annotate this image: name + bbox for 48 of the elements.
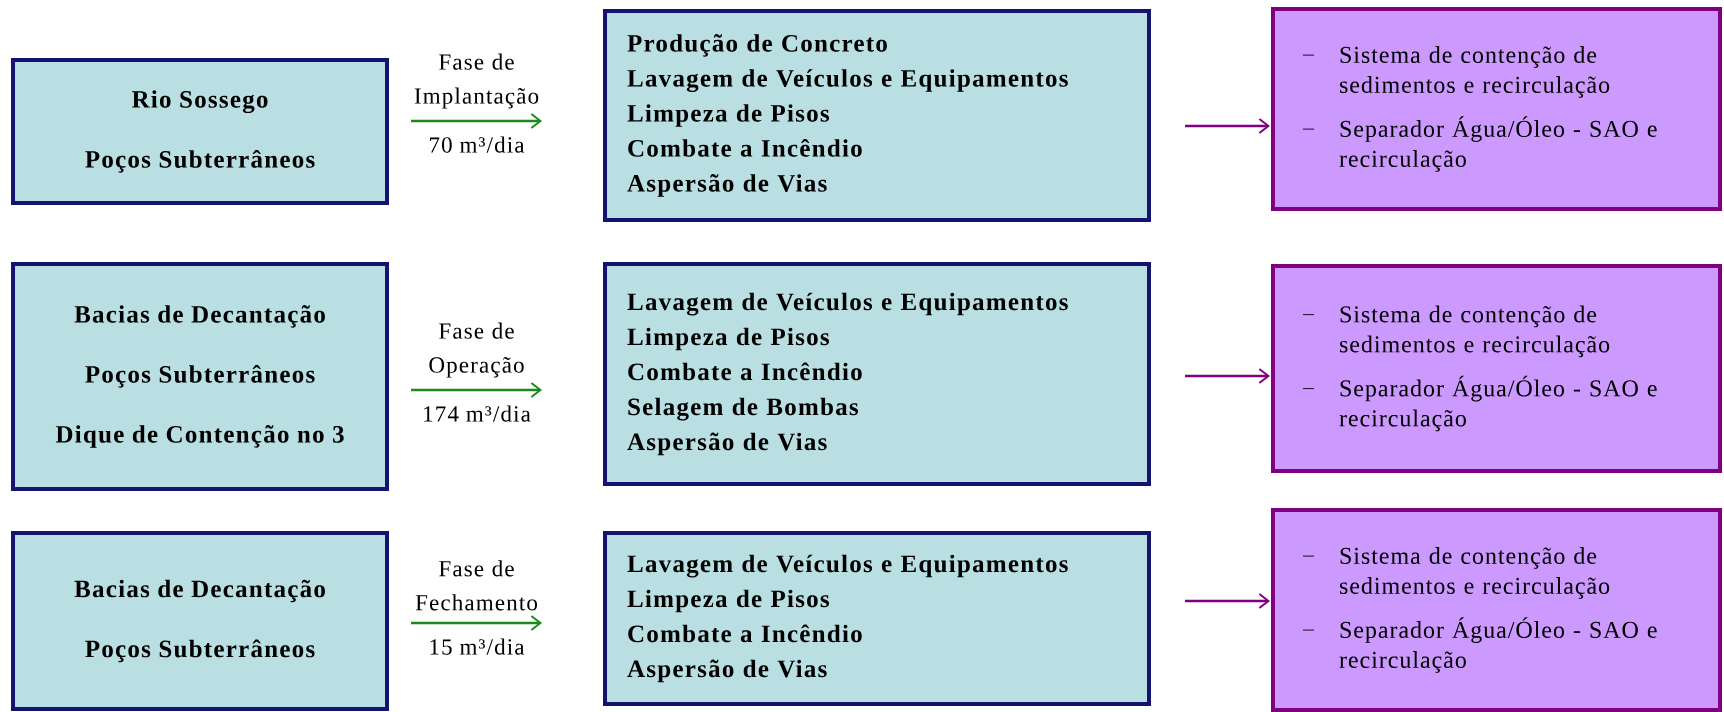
source-name: Dique de Contenção no 3 — [55, 425, 344, 448]
treatment-item: Separador Água/Óleo - SAO e recirculação — [1339, 617, 1657, 673]
water-use-item: Combate a Incêndio — [628, 624, 862, 643]
treatment-arrow — [1185, 593, 1270, 609]
flow-arrow — [411, 382, 542, 398]
phase-label: Fase de Operação — [429, 322, 524, 378]
water-use-item: Limpeza de Pisos — [627, 104, 829, 127]
water-use-box — [603, 531, 1151, 706]
treatment-item: Sistema de contenção de sedimentos e recirculação — [1340, 305, 1610, 358]
source-name: Rio Sossego — [131, 90, 268, 114]
treatment-item: Sistema de contenção de sedimentos e recirculação — [1340, 46, 1610, 98]
treatment-item: Separador Água/Óleo - SAO e recirculação — [1339, 375, 1657, 432]
water-use-item: Limpeza de Pisos — [627, 589, 829, 613]
source-box — [11, 531, 389, 711]
water-use-box — [603, 262, 1151, 486]
water-use-item: Lavagem de Veículos e Equipamentos — [627, 69, 1068, 93]
water-use-item: Lavagem de Veículos e Equipamentos — [627, 292, 1068, 316]
source-name: Poços Subterrâneos — [85, 639, 315, 663]
treatment-item: Separador Água/Óleo - SAO e recirculação — [1339, 116, 1657, 172]
flow-arrow — [411, 113, 542, 129]
water-use-item: Aspersão de Vias — [627, 432, 827, 456]
flow-rate-label: 174 m³/dia — [424, 405, 531, 422]
water-use-item: Selagem de Bombas — [628, 397, 859, 421]
water-use-item: Produção de Concreto — [627, 34, 887, 57]
water-use-item: Lavagem de Veículos e Equipamentos — [627, 554, 1068, 578]
water-use-item: Aspersão de Vias — [627, 659, 827, 683]
phase-label: Fase de Fechamento — [415, 560, 538, 611]
treatment-box — [1271, 508, 1722, 712]
water-use-item: Combate a Incêndio — [628, 138, 862, 157]
treatment-box — [1271, 7, 1722, 211]
source-box — [11, 58, 389, 205]
treatment-arrow — [1185, 118, 1270, 134]
flow-rate-label: 70 m³/dia — [430, 136, 525, 153]
treatment-box — [1271, 264, 1722, 473]
source-name: Poços Subterrâneos — [85, 364, 315, 388]
source-name: Poços Subterrâneos — [85, 149, 315, 173]
treatment-arrow — [1185, 368, 1270, 384]
treatment-item: Sistema de contenção de sedimentos e recirculação — [1340, 547, 1610, 599]
source-name: Bacias de Decantação — [74, 579, 325, 603]
source-name: Bacias de Decantação — [74, 305, 325, 328]
source-box — [11, 262, 389, 491]
water-use-item: Combate a Incêndio — [628, 362, 862, 381]
phase-label: Fase de Implantação — [414, 53, 539, 109]
flow-rate-label: 15 m³/dia — [430, 638, 525, 655]
flow-arrow — [411, 615, 542, 631]
water-use-item: Limpeza de Pisos — [627, 327, 829, 351]
water-use-box — [603, 9, 1151, 222]
water-use-item: Aspersão de Vias — [627, 174, 827, 197]
